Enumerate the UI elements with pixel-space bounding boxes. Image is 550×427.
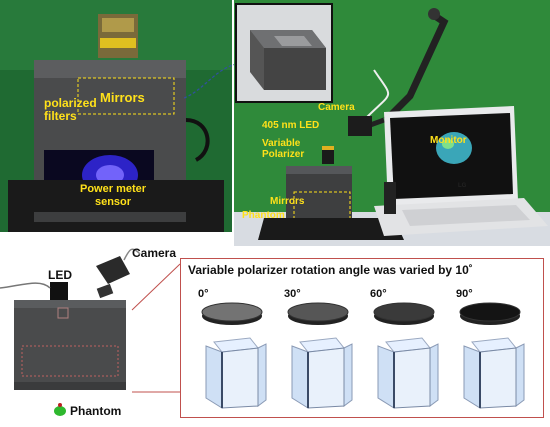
schematic [0,248,141,416]
photo-left [0,0,232,232]
laptop-logo: LG [458,183,467,189]
polarizer-filter-2 [373,302,439,409]
angle-label: 30° [284,288,301,300]
label-camera-schematic: Camera [132,246,177,260]
label-camera-photo: Camera [318,102,355,113]
rotation-panel-title: Variable polarizer rotation angle was va… [188,263,473,277]
label-power-meter-sensor: Power meter sensor [80,183,147,208]
connector-line [184,63,237,99]
callout-lines [131,263,181,393]
polarizer-filter-0 [201,302,267,409]
label-phantom-photo: Phantom [242,210,285,221]
angle-label: 90° [456,288,473,300]
label-mirrors-left: Mirrors [100,90,145,105]
label-variable-polarizer: Variable Polarizer [262,138,305,160]
label-mirrors-right: Mirrors [270,196,305,207]
angle-label: 0° [198,288,209,300]
polarizer-filter-3 [459,302,525,409]
label-led-schematic: LED [48,268,72,282]
label-monitor: Monitor [430,135,467,146]
label-405nm-led: 405 nm LED [262,120,320,131]
photo-right [234,0,550,246]
label-phantom-schematic: Phantom [70,404,122,418]
label-polarized-filters: polarized filters [44,96,97,123]
angle-label: 60° [370,288,387,300]
polarizer-filter-1 [287,302,353,409]
rotation-panel [180,258,544,418]
